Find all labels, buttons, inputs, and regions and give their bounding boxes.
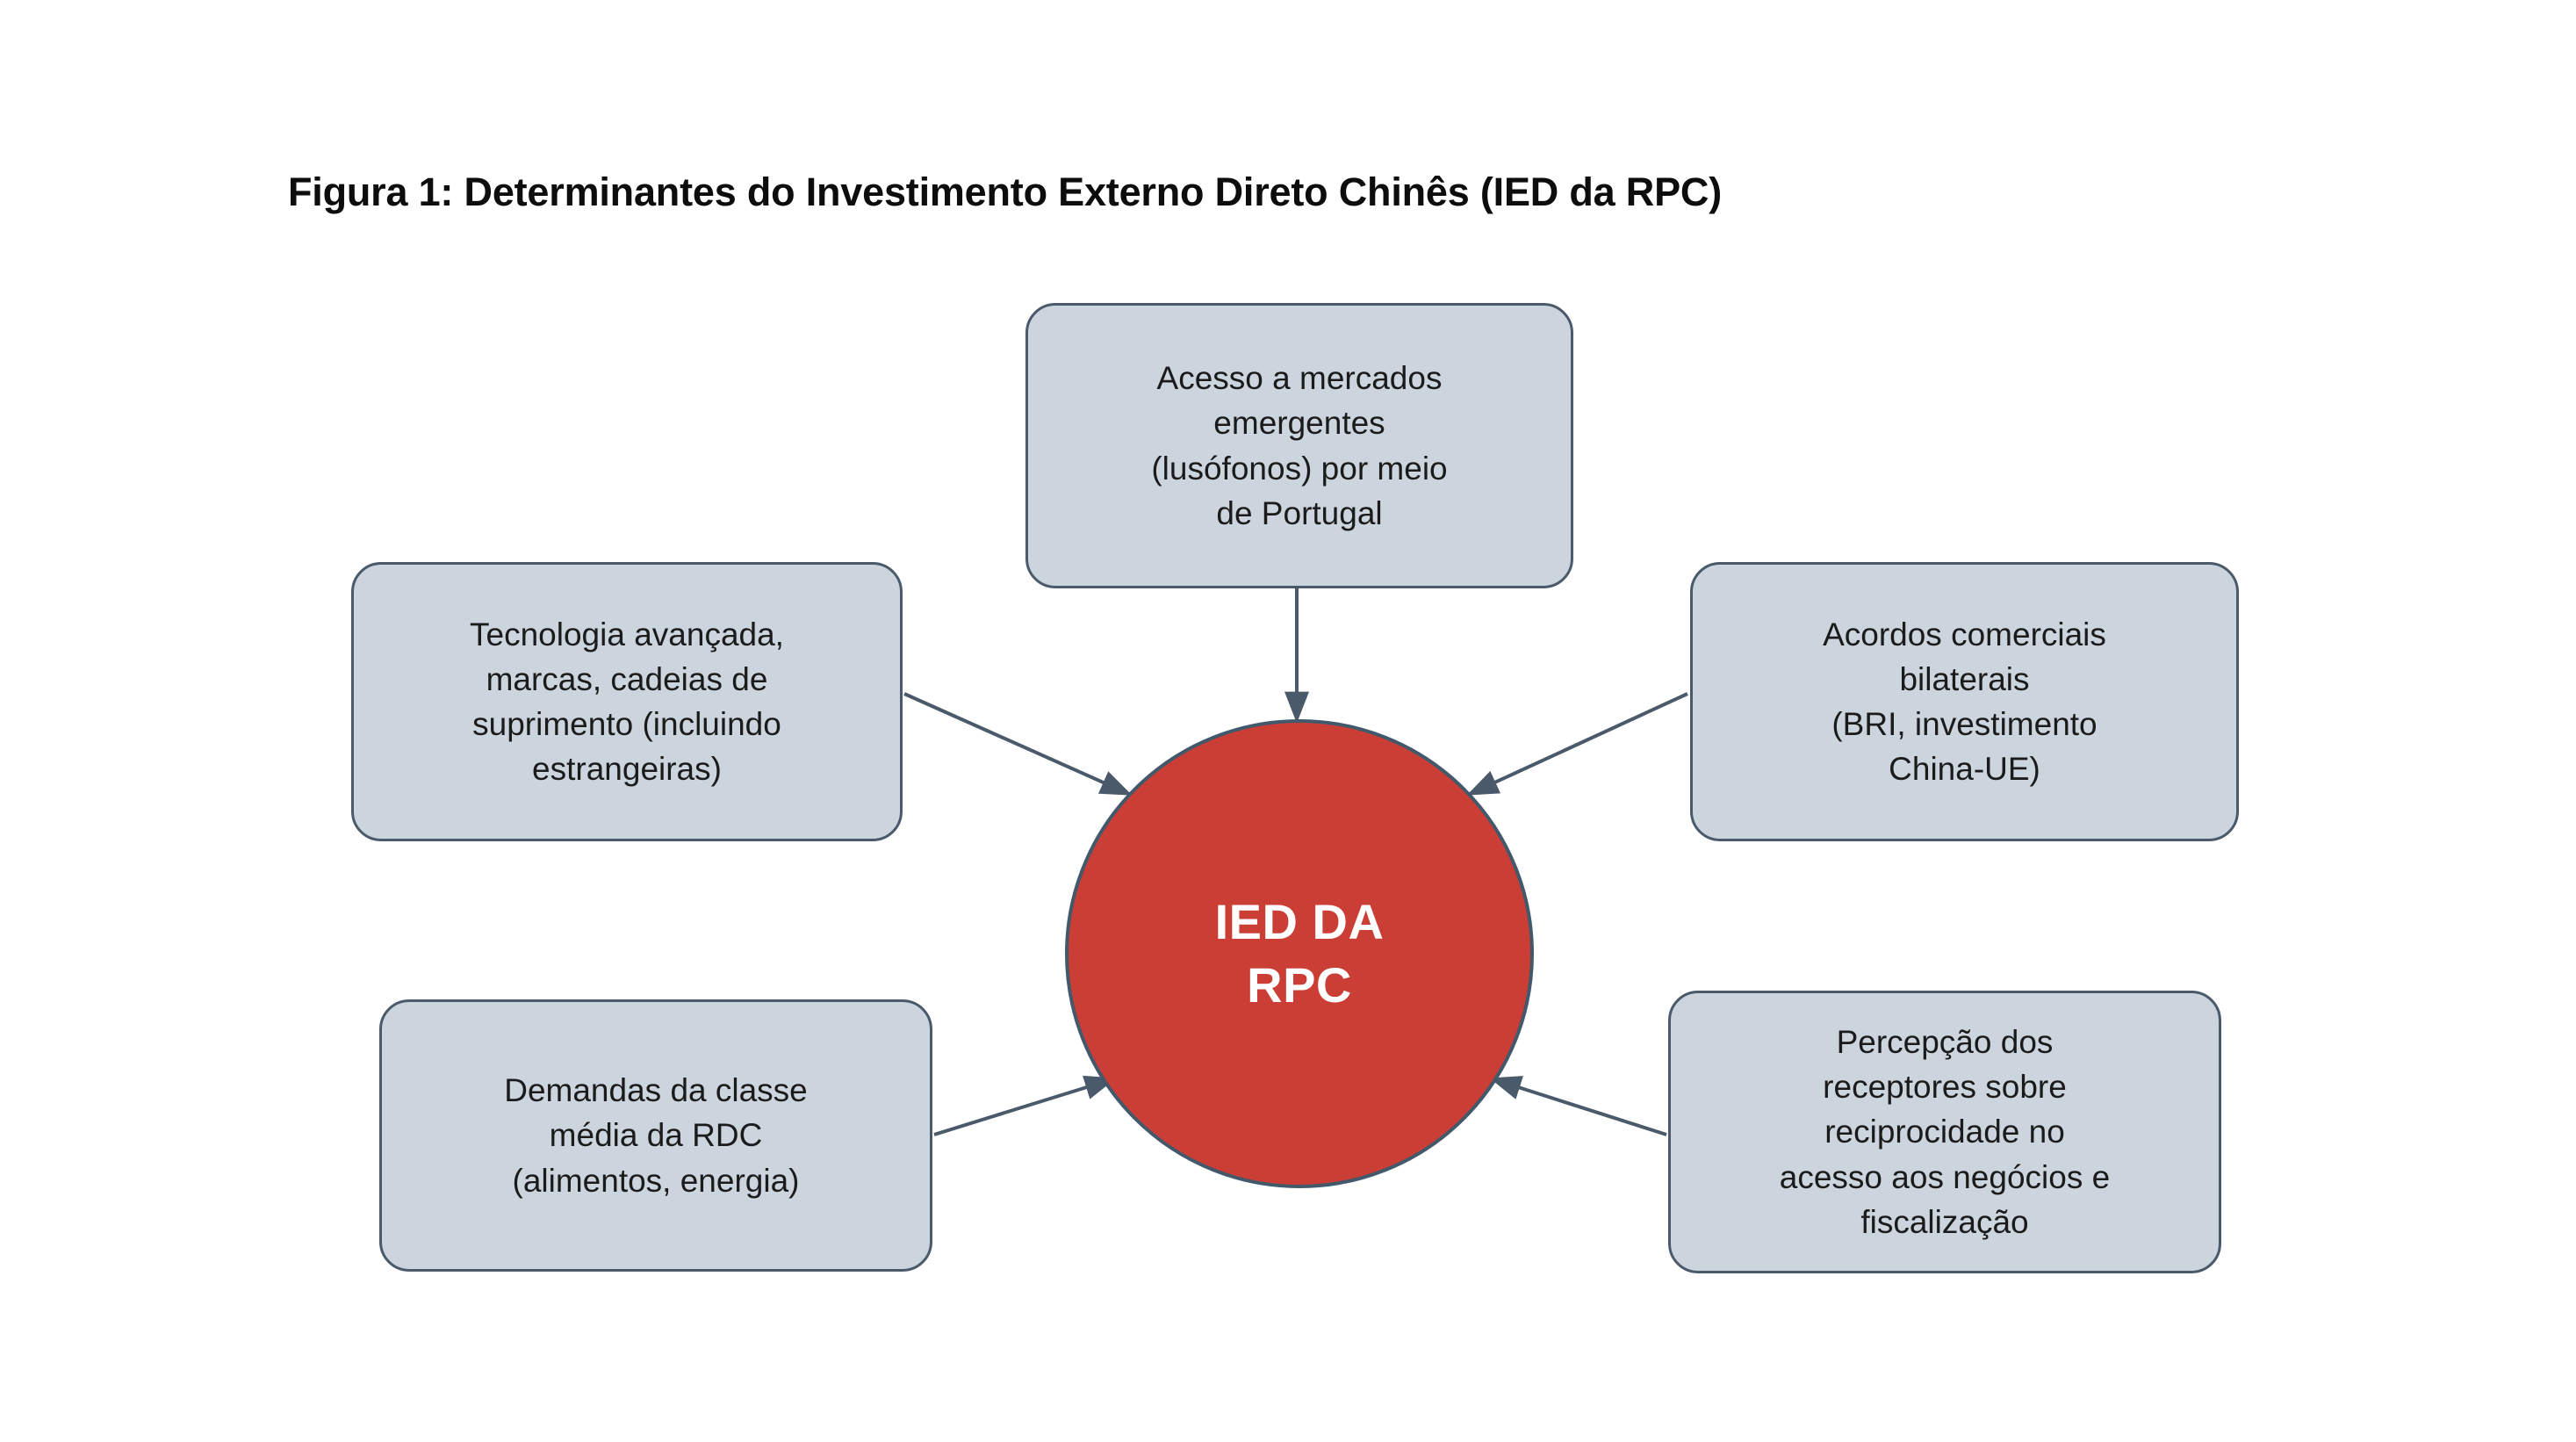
- node-label: Tecnologia avançada, marcas, cadeias de …: [470, 616, 784, 788]
- connector-acordos-to-hub: [1466, 692, 1688, 797]
- node-label: Acordos comerciais bilaterais (BRI, inve…: [1823, 616, 2106, 788]
- node-percepcao-receptores[interactable]: Percepção dos receptores sobre reciproci…: [1668, 991, 2221, 1273]
- page-title: Figura 1: Determinantes do Investimento …: [288, 169, 1722, 214]
- central-hub-ied-da-rpc[interactable]: IED DA RPC: [1065, 719, 1534, 1188]
- node-label: Percepção dos receptores sobre reciproci…: [1779, 1024, 2111, 1240]
- hub-label: IED DA RPC: [1214, 894, 1385, 1013]
- node-acordos-comerciais[interactable]: Acordos comerciais bilaterais (BRI, inve…: [1690, 562, 2239, 841]
- node-label: Demandas da classe média da RDC (aliment…: [504, 1072, 808, 1199]
- connector-percepcao-to-hub: [1489, 1076, 1667, 1136]
- connector-demandas-to-hub: [933, 1075, 1117, 1136]
- node-tecnologia-avancada[interactable]: Tecnologia avançada, marcas, cadeias de …: [351, 562, 903, 841]
- connector-tecnologia-to-hub: [903, 692, 1133, 797]
- node-mercados-emergentes[interactable]: Acesso a mercados emergentes (lusófonos)…: [1025, 303, 1573, 588]
- node-label: Acesso a mercados emergentes (lusófonos)…: [1151, 360, 1448, 531]
- node-demandas-classe-media[interactable]: Demandas da classe média da RDC (aliment…: [379, 999, 932, 1272]
